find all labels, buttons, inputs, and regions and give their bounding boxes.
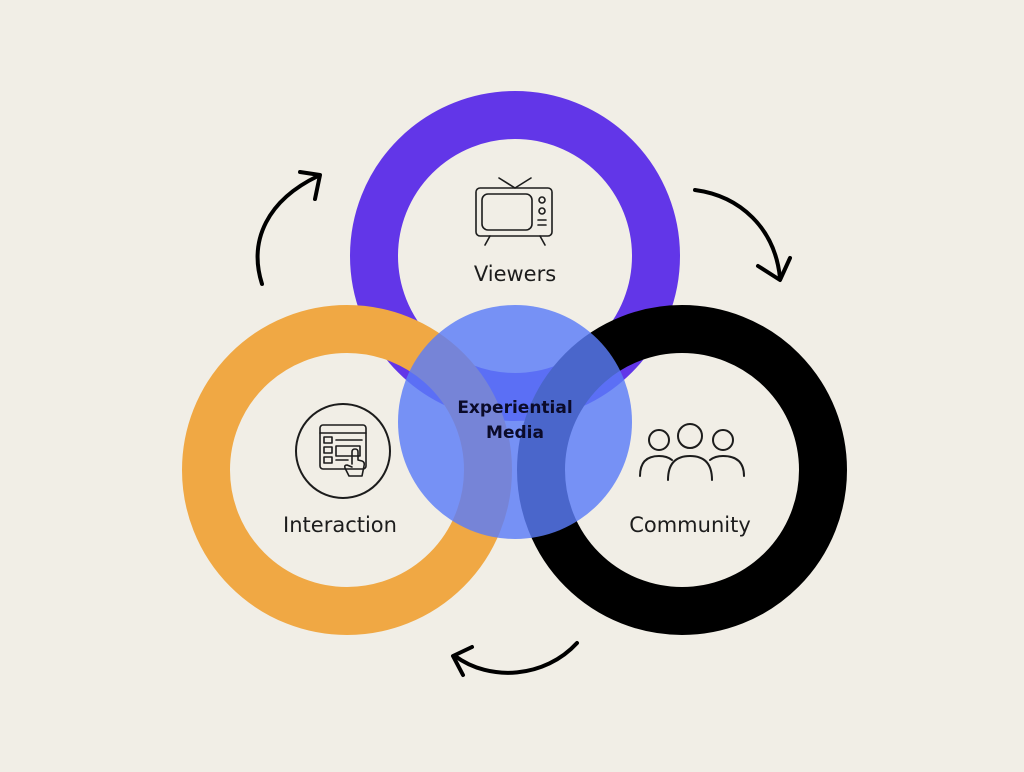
arrow-interaction-to-viewers xyxy=(255,170,322,286)
center-circle xyxy=(398,305,632,539)
community-label: Community xyxy=(629,513,751,537)
arrow-viewers-to-community xyxy=(693,188,792,282)
viewers-label: Viewers xyxy=(473,262,557,286)
arrow-community-to-interaction xyxy=(451,641,579,677)
center-title: Experiential Media xyxy=(415,396,615,446)
center-title-line1: Experiential xyxy=(457,398,573,418)
interaction-label: Interaction xyxy=(283,513,397,537)
tv-icon xyxy=(475,177,553,246)
center-title-line2: Media xyxy=(486,423,544,443)
touch-screen-icon xyxy=(295,403,391,499)
group-icon xyxy=(639,423,745,481)
